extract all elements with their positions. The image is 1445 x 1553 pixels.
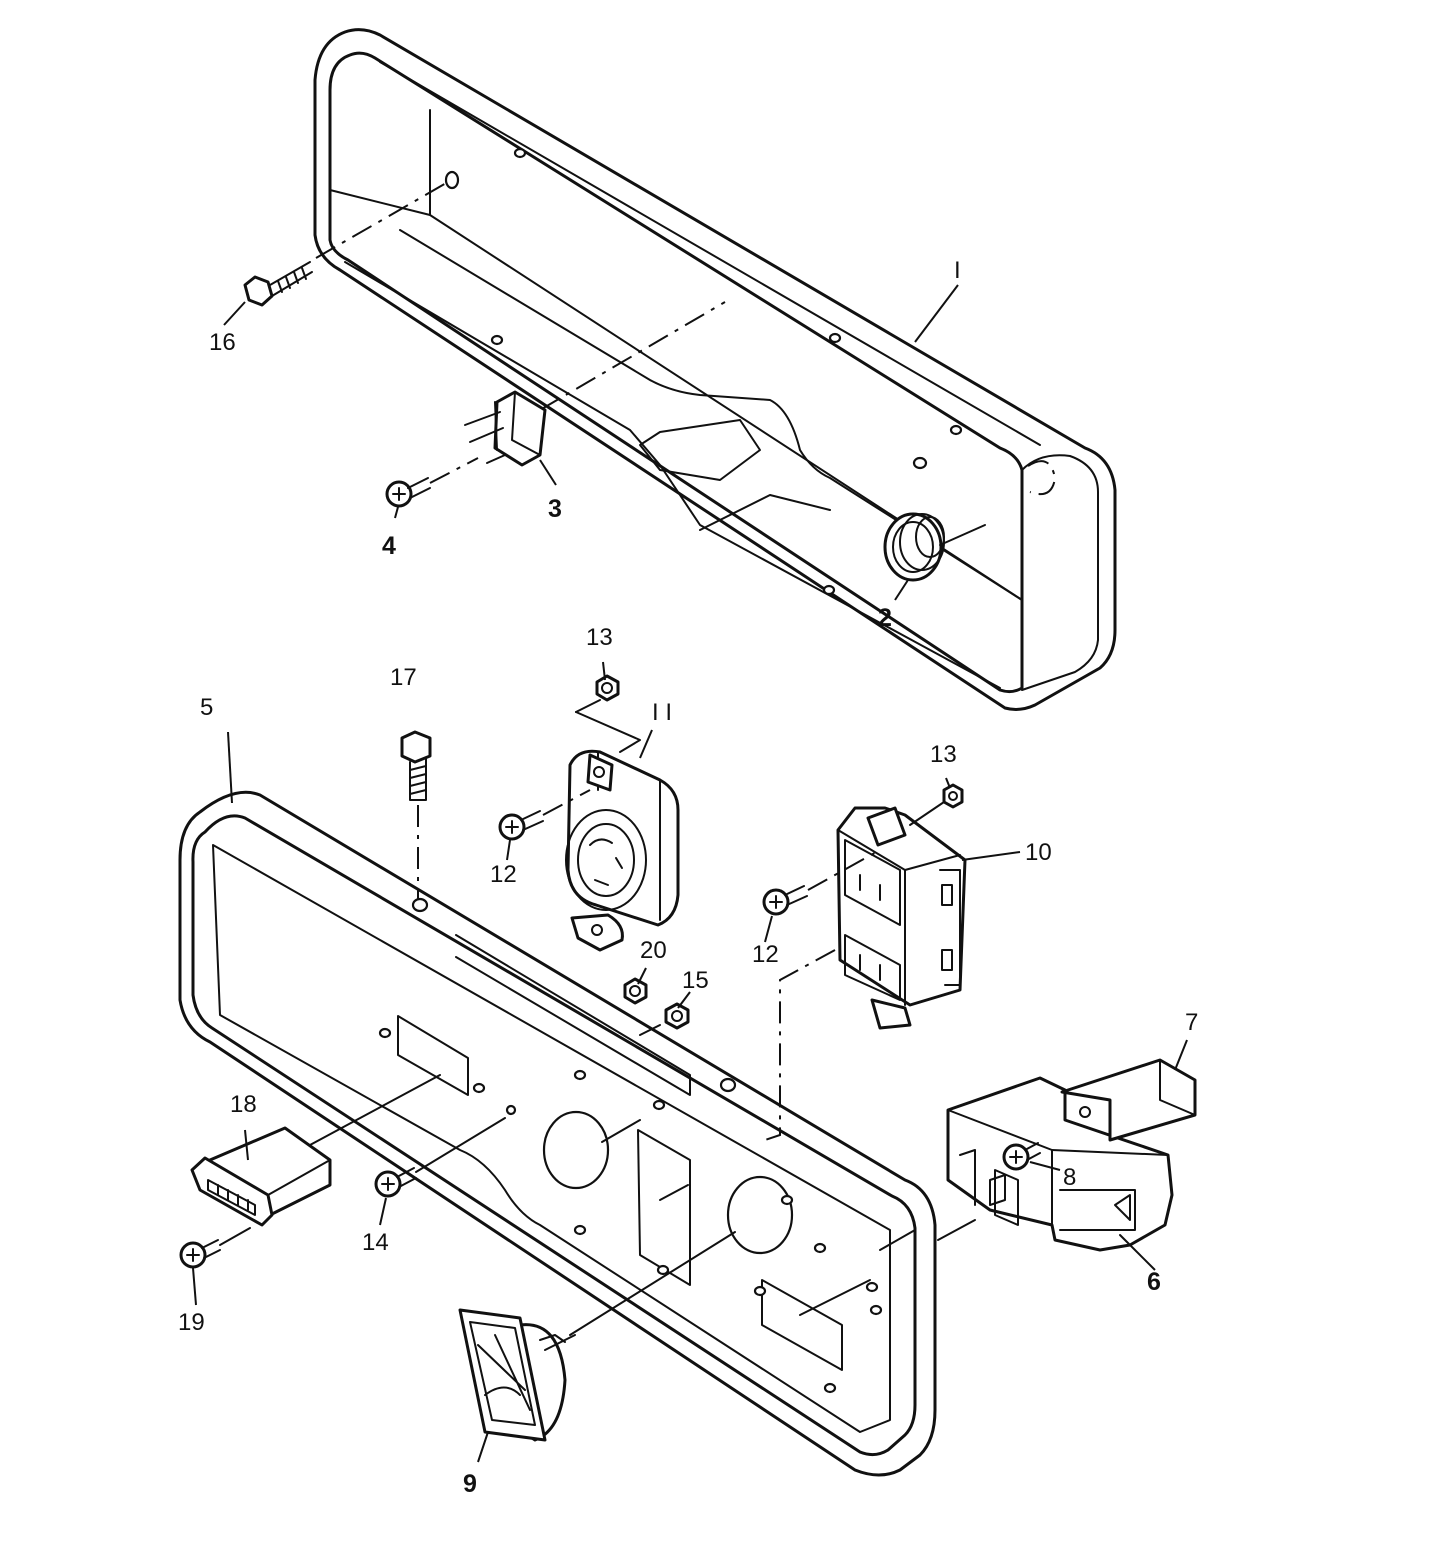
callout-6: 6 xyxy=(1147,1268,1161,1296)
screw-19 xyxy=(179,1227,251,1269)
callout-14: 14 xyxy=(362,1229,389,1256)
duplex-receptacle-10 xyxy=(836,806,967,1030)
callout-2: 2 xyxy=(878,604,892,632)
hex-bolt-17 xyxy=(400,730,432,900)
callout-13-upper: 13 xyxy=(586,624,613,651)
callout-16: 16 xyxy=(209,329,236,356)
callout-4: 4 xyxy=(382,532,396,560)
callout-15: 15 xyxy=(682,967,709,994)
callout-1: I xyxy=(954,257,961,284)
breaker-bracket-7 xyxy=(1060,1058,1197,1142)
screw-12-right xyxy=(762,849,881,916)
screw-4 xyxy=(385,457,479,508)
rear-panel-housing xyxy=(313,28,1117,711)
leader-lines xyxy=(192,284,1188,1463)
callout-3: 3 xyxy=(548,495,562,523)
callout-12-left: 12 xyxy=(490,861,517,888)
callout-13-right: 13 xyxy=(930,741,957,768)
callout-9: 9 xyxy=(463,1470,477,1498)
screw-14 xyxy=(374,1117,506,1198)
hex-nut-13-upper xyxy=(575,674,641,753)
callout-19: 19 xyxy=(178,1309,205,1336)
callout-18: 18 xyxy=(230,1091,257,1118)
callout-20: 20 xyxy=(640,937,667,964)
hex-bolt-16 xyxy=(243,261,313,307)
callout-7: 7 xyxy=(1185,1009,1198,1036)
hex-nut-15 xyxy=(639,1002,690,1036)
grommet-2 xyxy=(883,512,986,582)
hex-nut-20 xyxy=(623,977,648,1005)
hour-meter-18 xyxy=(190,1074,441,1227)
callout-5: 5 xyxy=(200,694,213,721)
mount-line-10 xyxy=(764,949,836,1141)
callout-12-right: 12 xyxy=(752,941,779,968)
callout-10: 10 xyxy=(1025,839,1052,866)
panel-meter-9 xyxy=(458,1231,736,1442)
terminal-block-3 xyxy=(464,390,547,467)
front-control-panel xyxy=(178,790,937,1477)
screw-8 xyxy=(1002,1142,1041,1171)
circuit-breaker-6 xyxy=(937,1076,1174,1252)
hex-nut-13-right xyxy=(909,783,964,826)
callout-11: I I xyxy=(652,699,672,726)
screw-12-left xyxy=(498,789,591,841)
twist-lock-receptacle-11 xyxy=(565,749,680,952)
callout-17: 17 xyxy=(390,664,417,691)
callout-labels: I 2 3 4 5 6 7 8 9 10 I I 12 12 13 13 14 … xyxy=(178,257,1198,1498)
callout-8: 8 xyxy=(1063,1164,1076,1191)
